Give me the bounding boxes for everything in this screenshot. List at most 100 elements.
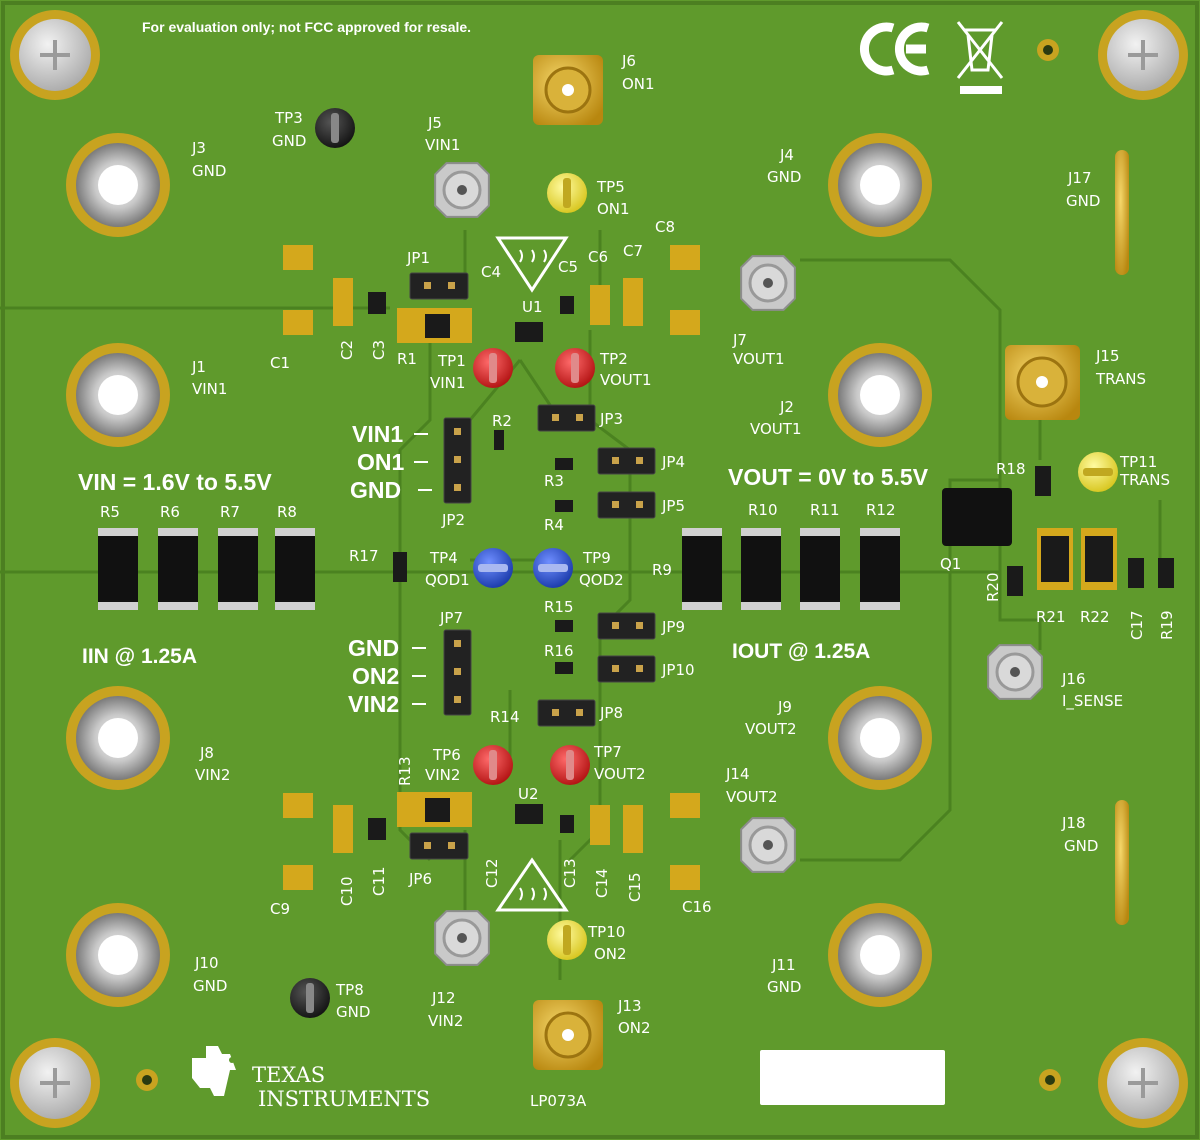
- label-jp1: JP1: [406, 249, 430, 267]
- label-j15: J15: [1095, 347, 1120, 365]
- banana-terminal-j9[interactable]: [828, 686, 932, 790]
- label-j4-net: GND: [767, 168, 801, 186]
- probe-jack-j12[interactable]: [420, 896, 505, 981]
- jp7-label-on2: ON2: [352, 663, 399, 689]
- label-jp10: JP10: [661, 661, 695, 679]
- ic-u1: [515, 322, 543, 342]
- label-tp4-net: QOD1: [425, 571, 470, 589]
- label-j3-net: GND: [192, 162, 226, 180]
- label-tp8: TP8: [335, 981, 364, 999]
- test-point-tp3[interactable]: [315, 108, 355, 148]
- hot-surface-warning-icon: [495, 236, 569, 293]
- header-post-j17[interactable]: [1115, 150, 1129, 275]
- label-j7-net: VOUT1: [733, 350, 785, 368]
- label-j15-net: TRANS: [1095, 370, 1146, 388]
- label-j11-net: GND: [767, 978, 801, 996]
- label-tp11: TP11: [1119, 453, 1157, 471]
- probe-jack-j14[interactable]: [726, 803, 811, 888]
- test-point-tp7[interactable]: [550, 745, 590, 785]
- label-j10: J10: [194, 954, 219, 972]
- ic-u2: [515, 804, 543, 824]
- label-j10-net: GND: [193, 977, 227, 995]
- sma-connector-j15[interactable]: [1005, 345, 1080, 420]
- label-q1: Q1: [940, 555, 961, 573]
- mounting-screw-bottom-left: [10, 1038, 100, 1128]
- label-c17: C17: [1128, 610, 1146, 640]
- jp7-label-vin2: VIN2: [348, 691, 399, 717]
- label-r1: R1: [397, 350, 417, 368]
- label-tp1: TP1: [437, 352, 466, 370]
- serial-label-area: [760, 1050, 945, 1105]
- iin-heading: IIN @ 1.25A: [82, 645, 197, 668]
- test-point-tp8[interactable]: [290, 978, 330, 1018]
- banana-terminal-j8[interactable]: [66, 686, 170, 790]
- test-point-tp4[interactable]: [473, 548, 513, 588]
- label-j16: J16: [1061, 670, 1086, 688]
- sma-connector-j6[interactable]: [533, 55, 603, 125]
- label-tp7-net: VOUT2: [594, 765, 646, 783]
- label-tp2: TP2: [599, 350, 628, 368]
- label-j8: J8: [199, 744, 214, 762]
- brand-line-1: TEXAS: [252, 1063, 325, 1087]
- jumper-headers[interactable]: [409, 272, 656, 860]
- label-jp5: JP5: [661, 497, 685, 515]
- power-resistors-input: [98, 528, 315, 610]
- ti-logo-icon: [192, 1046, 236, 1096]
- test-point-tp9[interactable]: [533, 548, 573, 588]
- test-point-tp6[interactable]: [473, 745, 513, 785]
- label-r16: R16: [544, 642, 574, 660]
- label-r6: R6: [160, 503, 180, 521]
- label-j3: J3: [191, 139, 206, 157]
- label-c2: C2: [338, 340, 356, 360]
- label-jp2: JP2: [441, 511, 465, 529]
- probe-jack-j5[interactable]: [420, 148, 505, 233]
- label-j1: J1: [191, 358, 206, 376]
- mosfet-q1: [942, 488, 1012, 546]
- test-point-tp5[interactable]: [547, 173, 587, 213]
- sma-connector-j13[interactable]: [533, 1000, 603, 1070]
- banana-terminal-j4[interactable]: [828, 133, 932, 237]
- header-post-j18[interactable]: [1115, 800, 1129, 925]
- label-r13: R13: [396, 756, 414, 786]
- ce-mark-icon: [859, 22, 930, 76]
- test-point-tp11[interactable]: [1078, 452, 1118, 492]
- product-name: LP073A: [530, 1092, 587, 1110]
- banana-terminal-j11[interactable]: [828, 903, 932, 1007]
- mounting-screw-top-left: [10, 10, 100, 100]
- label-tp3: TP3: [274, 109, 303, 127]
- probe-jack-j7[interactable]: [726, 241, 811, 326]
- label-j13-net: ON2: [618, 1019, 651, 1037]
- jumper-pins: [424, 282, 643, 849]
- label-tp5-net: ON1: [597, 200, 630, 218]
- jp2-label-vin1: VIN1: [352, 421, 403, 447]
- banana-terminal-j1[interactable]: [66, 343, 170, 447]
- label-tp11-net: TRANS: [1119, 471, 1170, 489]
- test-point-tp1[interactable]: [473, 348, 513, 388]
- label-tp9-net: QOD2: [579, 571, 624, 589]
- banana-terminal-j3[interactable]: [66, 133, 170, 237]
- vout-range-heading: VOUT = 0V to 5.5V: [728, 464, 929, 490]
- label-jp6: JP6: [408, 870, 432, 888]
- label-j8-net: VIN2: [195, 766, 230, 784]
- label-jp7: JP7: [439, 609, 463, 627]
- label-j12-net: VIN2: [428, 1012, 463, 1030]
- power-resistors-output: [682, 528, 900, 610]
- label-r19: R19: [1158, 610, 1176, 640]
- test-point-tp2[interactable]: [555, 348, 595, 388]
- label-r2: R2: [492, 412, 512, 430]
- label-r17: R17: [349, 547, 379, 565]
- test-point-tp10[interactable]: [547, 920, 587, 960]
- label-r4: R4: [544, 516, 564, 534]
- label-j13: J13: [617, 997, 642, 1015]
- label-j14: J14: [725, 765, 750, 783]
- label-j1-net: VIN1: [192, 380, 227, 398]
- label-r8: R8: [277, 503, 297, 521]
- label-c13: C13: [561, 858, 579, 888]
- label-j6-net: ON1: [622, 75, 655, 93]
- label-r15: R15: [544, 598, 574, 616]
- probe-jack-j16[interactable]: [973, 630, 1058, 715]
- label-c14: C14: [593, 868, 611, 898]
- label-tp3-net: GND: [272, 132, 306, 150]
- banana-terminal-j10[interactable]: [66, 903, 170, 1007]
- banana-terminal-j2[interactable]: [828, 343, 932, 447]
